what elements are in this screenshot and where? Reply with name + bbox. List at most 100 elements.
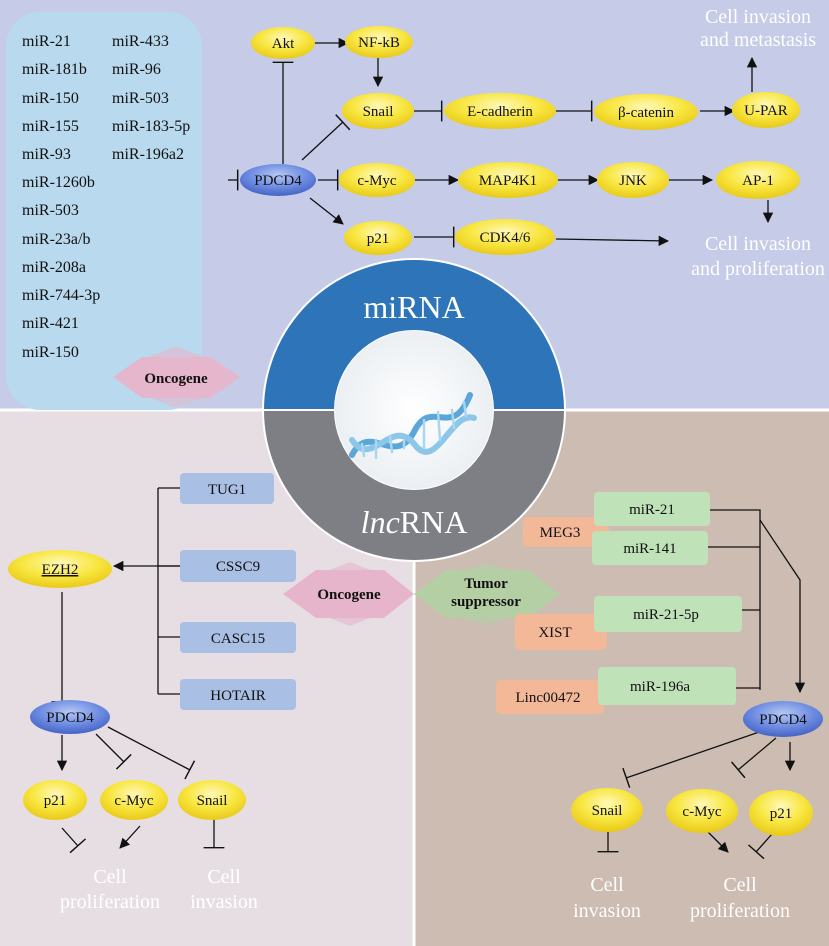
- node-jnk-label: JNK: [619, 173, 647, 189]
- mirna-box-label: miR-141: [623, 541, 676, 557]
- outcome-prolif-line2: and proliferation: [691, 258, 825, 280]
- left-outcome-inv-2: invasion: [190, 891, 258, 913]
- node-jnk: JNK: [597, 162, 669, 198]
- lncrna-label: CSSC9: [216, 559, 260, 575]
- mirna-list-col2: miR-433 miR-96 miR-503 miR-183-5p miR-19…: [112, 33, 190, 163]
- tumor-suppressor-badge: Tumor suppressor: [414, 562, 560, 626]
- lncrna-box: [496, 680, 604, 714]
- left-outcome-inv-1: Cell: [207, 866, 241, 888]
- center-label-lncrna: lncRNA: [361, 504, 468, 540]
- outcome-prolif-line1: Cell invasion: [705, 233, 811, 255]
- node-snail-top: Snail: [342, 93, 414, 129]
- node-akt-label: Akt: [272, 36, 295, 52]
- lncrna-box: [180, 473, 274, 504]
- mirna-box: [594, 596, 742, 632]
- left-outcome-prolif-2: proliferation: [60, 891, 160, 913]
- node-map4k1: MAP4K1: [458, 162, 558, 198]
- node-snail-left-label: Snail: [197, 793, 228, 809]
- oncogene-badge-left-label: Oncogene: [317, 587, 381, 603]
- mirna-item: miR-150: [22, 90, 79, 107]
- lncrna-label: HOTAIR: [210, 688, 265, 704]
- right-mirna-boxes: miR-21 miR-141 miR-21-5p miR-196a: [592, 492, 742, 705]
- mirna-item: miR-503: [22, 202, 79, 219]
- node-nfkb-label: NF-kB: [358, 35, 400, 51]
- node-p21-top-label: p21: [367, 231, 390, 247]
- ring-mirna-half: [264, 260, 564, 410]
- node-p21-left: p21: [23, 780, 87, 820]
- node-pdcd4-left-label: PDCD4: [46, 710, 94, 726]
- node-cmyc-top-label: c-Myc: [357, 173, 396, 189]
- ring-lncrna-half: [264, 410, 564, 560]
- node-snail-right-label: Snail: [592, 803, 623, 819]
- center-label-lnc: lnc: [361, 504, 400, 540]
- node-bcatenin: β-catenin: [594, 94, 698, 130]
- right-outcome-inv-2: invasion: [573, 900, 641, 922]
- mirna-item: miR-433: [112, 33, 169, 50]
- node-akt: Akt: [251, 27, 315, 59]
- lncrna-box: [523, 517, 609, 547]
- mirna-item: miR-183-5p: [112, 118, 190, 135]
- lncrna-label: CASC15: [211, 631, 265, 647]
- node-ezh2-label: EZH2: [42, 562, 79, 578]
- mirna-item: miR-155: [22, 118, 79, 135]
- node-pdcd4-right-label: PDCD4: [759, 712, 807, 728]
- mirna-box-label: miR-21: [629, 502, 675, 518]
- node-snail-left: Snail: [178, 780, 246, 820]
- node-cmyc-right-label: c-Myc: [682, 804, 721, 820]
- mirna-item: miR-503: [112, 90, 169, 107]
- node-pdcd4-top: PDCD4: [240, 164, 316, 196]
- lncrna-label: XIST: [538, 625, 571, 641]
- outcome-metastasis-line1: Cell invasion: [705, 6, 811, 28]
- right-outcome-inv-1: Cell: [590, 874, 624, 896]
- lncrna-label: TUG1: [208, 482, 246, 498]
- right-edges: [597, 509, 806, 860]
- node-upar-label: U-PAR: [744, 103, 788, 119]
- node-cdk46: CDK4/6: [455, 219, 555, 255]
- lncrna-box: [180, 550, 296, 582]
- node-cmyc-top: c-Myc: [339, 163, 415, 197]
- tumor-suppressor-label-2: suppressor: [451, 594, 521, 610]
- mirna-box: [598, 667, 736, 705]
- right-lncrna-boxes: MEG3 XIST Linc00472: [496, 517, 609, 714]
- left-outcome-prolif-1: Cell: [93, 866, 127, 888]
- node-bcatenin-label: β-catenin: [618, 105, 674, 121]
- node-cdk46-label: CDK4/6: [480, 230, 531, 246]
- node-snail-right: Snail: [571, 788, 643, 832]
- node-cmyc-right: c-Myc: [666, 789, 738, 833]
- center-label-rna: RNA: [400, 504, 468, 540]
- lncrna-box: [180, 679, 296, 710]
- node-nfkb: NF-kB: [345, 26, 413, 58]
- node-pdcd4-top-label: PDCD4: [254, 173, 302, 189]
- mirna-box-label: miR-21-5p: [633, 607, 699, 623]
- mirna-item: miR-196a2: [112, 146, 184, 163]
- dna-helix-icon: [349, 392, 477, 460]
- node-map4k1-label: MAP4K1: [479, 173, 537, 189]
- node-upar: U-PAR: [732, 92, 800, 128]
- oncogene-badge-top: Oncogene: [113, 346, 240, 408]
- mirna-box-label: miR-196a: [630, 679, 690, 695]
- left-edges: [51, 487, 225, 854]
- mirna-item: miR-744-3p: [22, 287, 100, 304]
- right-outcome-prolif-2: proliferation: [690, 900, 790, 922]
- oncogene-badge-label: Oncogene: [144, 371, 208, 387]
- node-cmyc-left-label: c-Myc: [114, 793, 153, 809]
- mirna-item: miR-93: [22, 146, 71, 163]
- node-ecadherin: E-cadherin: [444, 93, 556, 129]
- left-lncrna-boxes: TUG1 CSSC9 CASC15 HOTAIR: [180, 473, 296, 710]
- right-outcome-prolif-1: Cell: [723, 874, 757, 896]
- mirna-item: miR-181b: [22, 61, 87, 78]
- top-edges: [228, 37, 774, 248]
- outcome-metastasis-line2: and metastasis: [700, 29, 816, 51]
- node-p21-left-label: p21: [44, 793, 67, 809]
- node-ap1: AP-1: [716, 161, 800, 199]
- node-ezh2: EZH2: [8, 550, 112, 588]
- node-p21-top: p21: [344, 221, 412, 255]
- mirna-item: miR-421: [22, 315, 79, 332]
- mirna-item: miR-150: [22, 344, 79, 361]
- lncrna-box: [180, 622, 296, 653]
- lncrna-box: [515, 614, 607, 650]
- node-p21-right-label: p21: [770, 806, 793, 822]
- node-snail-top-label: Snail: [363, 104, 394, 120]
